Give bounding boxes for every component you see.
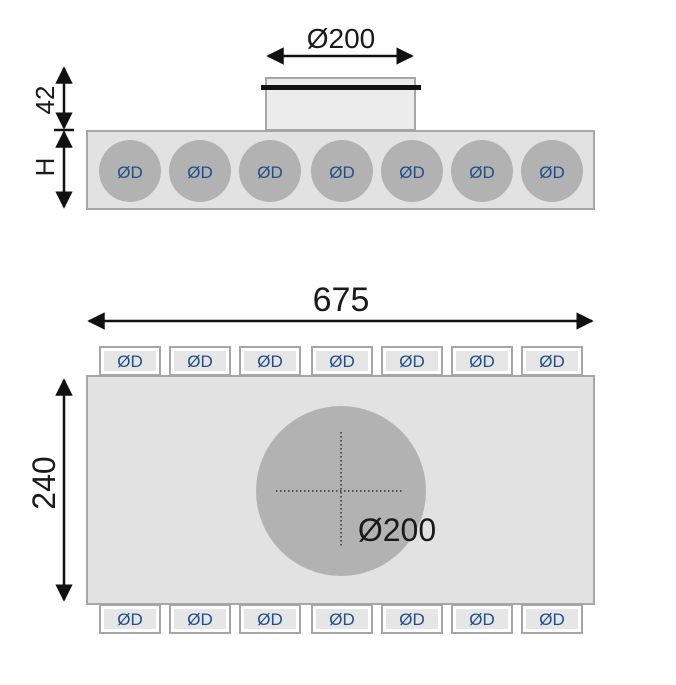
plan-bottom-port-label: ØD <box>329 610 355 629</box>
elevation-port-label: ØD <box>539 163 565 182</box>
elevation-port-label: ØD <box>399 163 425 182</box>
spigot-seal-ring <box>261 85 421 90</box>
elevation-port-label: ØD <box>187 163 213 182</box>
plan-bottom-port-label: ØD <box>539 610 565 629</box>
plan-top-port-tab-face <box>526 351 578 371</box>
plan-top-port-tab-face <box>456 351 508 371</box>
elevation-view: Ø200 ØD ØD ØD ØD ØD ØD ØD 42 H <box>30 23 595 210</box>
plan-bottom-port-tab-face <box>244 609 296 629</box>
plan-bottom-port-label: ØD <box>117 610 143 629</box>
plan-top-port-tab-face <box>316 351 368 371</box>
plan-top-port-row: ØD ØD ØD ØD ØD ØD ØD <box>99 346 583 376</box>
plan-bottom-port-label: ØD <box>469 610 495 629</box>
elevation-port-row: ØD ØD ØD ØD ØD ØD ØD <box>99 140 583 202</box>
elevation-port-label: ØD <box>469 163 495 182</box>
elevation-port-circle <box>521 140 583 202</box>
plan-bottom-port-tab-face <box>456 609 508 629</box>
elevation-port-circle <box>451 140 513 202</box>
elevation-port-circle <box>99 140 161 202</box>
plan-bottom-port-label: ØD <box>257 610 283 629</box>
plan-top-port-label: ØD <box>329 352 355 371</box>
plan-top-port-label: ØD <box>257 352 283 371</box>
box-height-label: H <box>30 158 60 177</box>
plan-top-port-label: ØD <box>399 352 425 371</box>
length-label: 675 <box>313 281 370 319</box>
plan-top-port-tab-face <box>386 351 438 371</box>
plan-top-port-label: ØD <box>469 352 495 371</box>
width-label: 240 <box>26 456 62 509</box>
elevation-port-label: ØD <box>117 163 143 182</box>
plan-bottom-port-tab-face <box>526 609 578 629</box>
plan-bottom-port-label: ØD <box>187 610 213 629</box>
elevation-port-label: ØD <box>257 163 283 182</box>
elevation-port-circle <box>169 140 231 202</box>
plan-top-port-label: ØD <box>117 352 143 371</box>
plan-top-port-label: ØD <box>187 352 213 371</box>
plan-top-port-label: ØD <box>539 352 565 371</box>
plan-bottom-port-tab-face <box>386 609 438 629</box>
plan-view: 675 ØD ØD ØD ØD ØD ØD ØD ØD ØD ØD ØD ØD ØD ØD Ø200 2… <box>26 281 595 634</box>
elevation-port-circle <box>239 140 301 202</box>
plan-top-port-tab-face <box>244 351 296 371</box>
plan-bottom-port-row: ØD ØD ØD ØD ØD ØD ØD <box>99 604 583 634</box>
plan-top-port-tab-face <box>174 351 226 371</box>
plan-bottom-port-tab-face <box>174 609 226 629</box>
elevation-port-label: ØD <box>329 163 355 182</box>
spigot-height-label: 42 <box>30 86 60 115</box>
elevation-port-circle <box>311 140 373 202</box>
elevation-port-circle <box>381 140 443 202</box>
plan-bottom-port-tab-face <box>316 609 368 629</box>
plan-bottom-port-tab-face <box>104 609 156 629</box>
plan-bottom-port-label: ØD <box>399 610 425 629</box>
plan-top-port-tab-face <box>104 351 156 371</box>
center-diameter-label: Ø200 <box>358 512 436 548</box>
spigot-diameter-label: Ø200 <box>307 23 376 54</box>
